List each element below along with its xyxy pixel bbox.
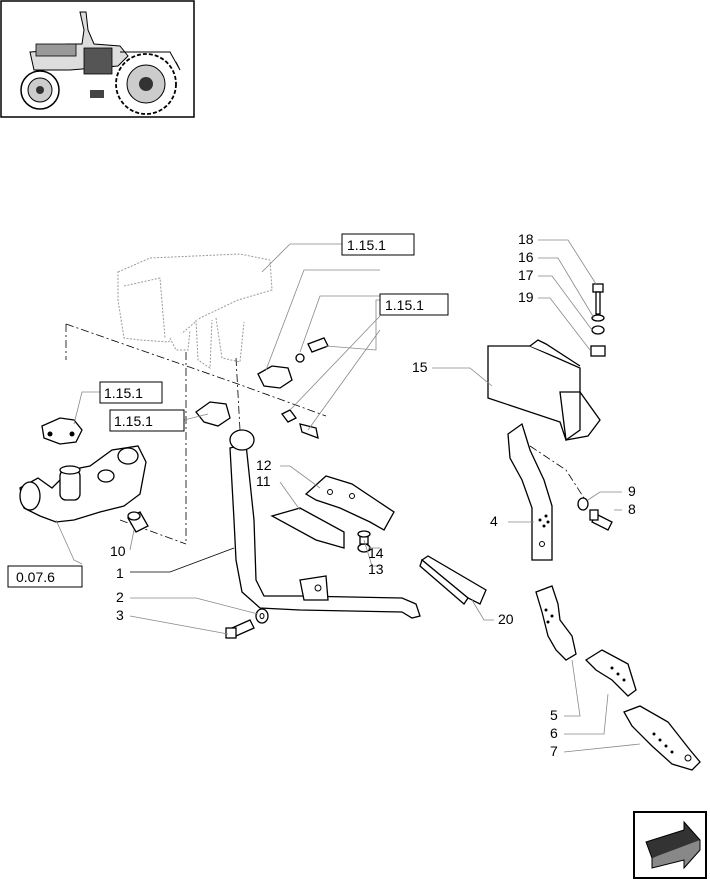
- next-page-button[interactable]: [633, 811, 707, 879]
- part-1-exhaust-pipe: [229, 429, 421, 619]
- leader-lines: [55, 239, 641, 753]
- part-8-bolt: [589, 509, 613, 531]
- callout-11: 11: [256, 473, 271, 489]
- next-page-arrow-icon: [645, 820, 701, 870]
- exhaust-manifold: [19, 445, 147, 523]
- reference-box-center[interactable]: 1.15.1: [109, 409, 185, 432]
- part-16-washer: [591, 314, 605, 322]
- part-13-bolt: [357, 530, 371, 545]
- reference-box-manifold[interactable]: 0.07.6: [7, 565, 83, 588]
- callout-5: 5: [550, 707, 558, 723]
- part-2-washer: [255, 608, 269, 624]
- reference-box-left[interactable]: 1.15.1: [99, 381, 163, 404]
- engine-context-ghost: [117, 253, 273, 369]
- callout-4: 4: [490, 513, 498, 529]
- clamp-center: [195, 401, 231, 427]
- part-15-heat-shield: [487, 339, 601, 442]
- reference-label: 1.15.1: [347, 237, 386, 253]
- tractor-thumbnail[interactable]: [0, 0, 195, 118]
- part-12-bracket: [304, 475, 395, 531]
- callout-2: 2: [116, 589, 124, 605]
- callout-8: 8: [628, 501, 636, 517]
- callout-16: 16: [518, 249, 534, 265]
- part-6-shield: [584, 649, 637, 697]
- part-4-support-arm: [507, 422, 553, 561]
- reference-label: 0.07.6: [16, 569, 55, 585]
- part-9-washer: [577, 497, 589, 511]
- callout-10: 10: [110, 543, 126, 559]
- callout-15: 15: [412, 359, 428, 375]
- part-19-nut: [590, 345, 606, 357]
- clamp-left: [41, 417, 83, 445]
- part-3-bolt: [225, 619, 255, 639]
- callout-3: 3: [116, 607, 124, 623]
- part-17-spacer: [591, 325, 605, 335]
- callout-7: 7: [550, 743, 558, 759]
- reference-label: 1.15.1: [385, 297, 424, 313]
- callout-1: 1: [116, 565, 124, 581]
- callout-12: 12: [256, 457, 272, 473]
- reference-label: 1.15.1: [104, 385, 143, 401]
- part-18-bolt: [592, 283, 604, 315]
- part-5-shield: [535, 585, 577, 661]
- callout-18: 18: [518, 231, 534, 247]
- callout-6: 6: [550, 725, 558, 741]
- part-20-guard: [419, 555, 487, 605]
- part-10-sleeve: [127, 511, 149, 533]
- part-7-shield: [623, 705, 701, 771]
- callout-9: 9: [628, 483, 636, 499]
- reference-label: 1.15.1: [114, 413, 153, 429]
- clamp-right: [257, 337, 329, 440]
- callout-13: 13: [368, 561, 384, 577]
- part-11-plate: [270, 507, 345, 549]
- reference-box-top[interactable]: 1.15.1: [341, 233, 415, 256]
- callout-17: 17: [518, 267, 534, 283]
- tractor-icon: [20, 11, 181, 115]
- callout-14: 14: [368, 545, 384, 561]
- callout-numbers: 18 16 17 19 15 12 11 9 8 4 10 14 13 1 2 …: [110, 231, 636, 759]
- reference-box-right[interactable]: 1.15.1: [379, 293, 449, 316]
- callout-20: 20: [498, 611, 514, 627]
- callout-19: 19: [518, 289, 534, 305]
